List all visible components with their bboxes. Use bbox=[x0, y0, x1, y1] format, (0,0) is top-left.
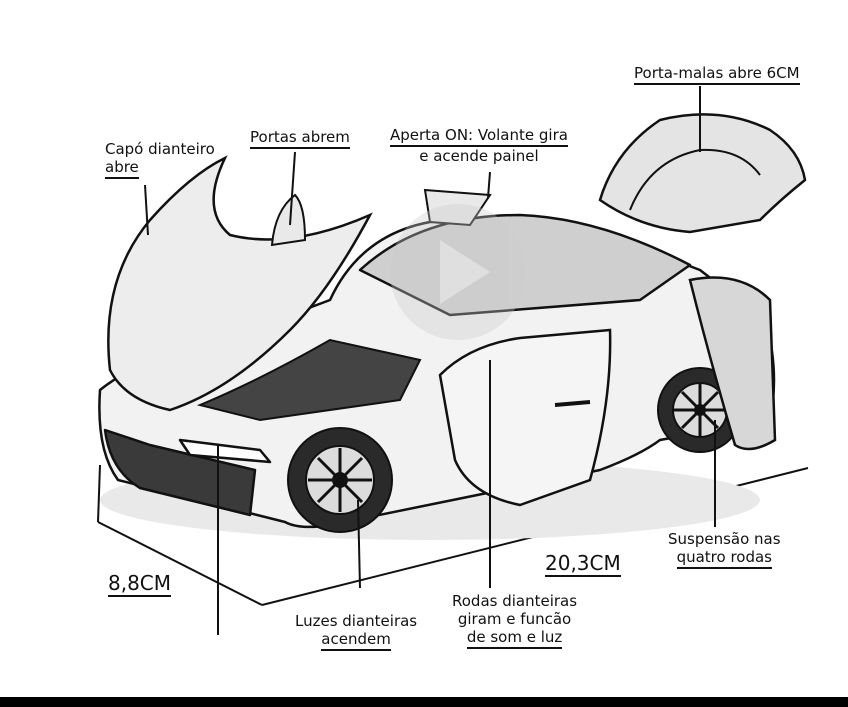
headlights-label: Luzes dianteiras acendem bbox=[295, 612, 417, 651]
door-flap bbox=[270, 193, 307, 247]
callout-lines bbox=[144, 86, 716, 635]
height-dimension: 8,8CM bbox=[108, 571, 172, 597]
open-rear-door bbox=[688, 276, 777, 451]
bottom-bar bbox=[0, 697, 848, 707]
engine-bay bbox=[196, 338, 422, 422]
suspension-label: Suspensão nas quatro rodas bbox=[668, 530, 781, 569]
hood-label: Capó dianteiro abre bbox=[105, 140, 215, 179]
steering-label: Aperta ON: Volante gira e acende painel bbox=[390, 126, 568, 165]
length-dimension: 20,3CM bbox=[545, 551, 621, 577]
front-wheel bbox=[287, 427, 393, 533]
doors-label: Portas abrem bbox=[250, 128, 350, 149]
open-trunk-lid bbox=[598, 113, 807, 234]
car-body bbox=[98, 213, 776, 529]
trunk-label: Porta-malas abre 6CM bbox=[634, 64, 800, 85]
front-wheels-label: Rodas dianteiras giram e funcão de som e… bbox=[452, 592, 577, 649]
open-front-door bbox=[438, 328, 612, 507]
play-watermark-icon bbox=[390, 204, 526, 340]
